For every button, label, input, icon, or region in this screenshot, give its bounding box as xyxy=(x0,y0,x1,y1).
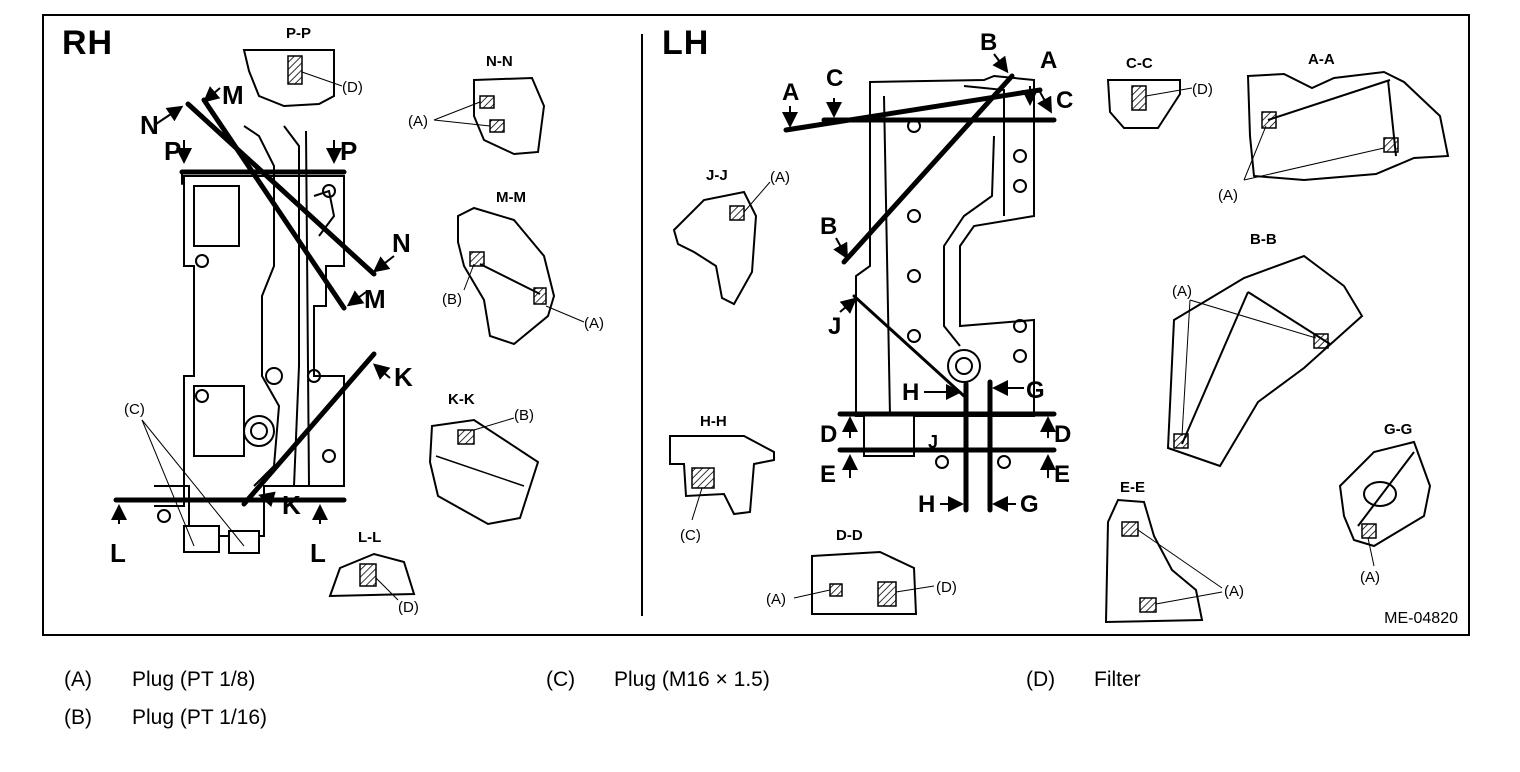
rh-cutting-plane-lines xyxy=(113,97,377,507)
section-view-B-B: B-B (A) xyxy=(1166,231,1364,468)
callout: (D) xyxy=(936,579,957,596)
legend-text: Plug (M16 × 1.5) xyxy=(614,668,770,691)
exploded-section-diagram: P P N N M M K K L L (C) P-P (D) N-N xyxy=(110,25,1450,624)
callout: (D) xyxy=(342,79,363,96)
section-view-C-C: C-C (D) xyxy=(1106,55,1213,129)
lh-cutting-plane-arrows xyxy=(782,53,1056,512)
lh-side-title: LH xyxy=(662,24,710,62)
callout: (A) xyxy=(770,169,790,186)
rh-cutting-plane-letters: P P N N M M K K L L xyxy=(110,80,413,568)
callout: (D) xyxy=(1192,81,1213,98)
section-title: J-J xyxy=(706,167,728,184)
svg-text:(C): (C) xyxy=(124,401,145,418)
legend-key: (D) xyxy=(1026,668,1056,691)
plane-label-G-upper: G xyxy=(1026,377,1045,404)
callout: (A) xyxy=(408,113,428,130)
section-title: P-P xyxy=(286,25,311,42)
legend-text: Plug (PT 1/8) xyxy=(132,668,256,691)
plane-label-C-left: C xyxy=(826,65,843,92)
plane-label-N-right: N xyxy=(392,228,411,258)
plane-label-E-left: E xyxy=(820,461,836,488)
legend-text: Plug (PT 1/16) xyxy=(132,706,268,729)
rh-cutting-plane-arrows xyxy=(111,86,395,524)
plane-label-P-left: P xyxy=(164,136,181,166)
callout: (B) xyxy=(514,407,534,424)
legend-text: Filter xyxy=(1094,668,1141,691)
callout: (A) xyxy=(1360,569,1380,586)
section-view-K-K: K-K (B) xyxy=(428,391,540,526)
plane-label-M-top: M xyxy=(222,80,244,110)
callout: (A) xyxy=(1172,283,1192,300)
reference-code: ME-04820 xyxy=(1384,610,1458,627)
plane-label-C-right: C xyxy=(1056,87,1073,114)
plane-label-P-right: P xyxy=(340,136,357,166)
plane-label-N-left: N xyxy=(140,110,159,140)
legend-key: (B) xyxy=(64,706,92,729)
plane-label-J-lower: J xyxy=(928,432,938,452)
section-view-A-A: A-A (A) xyxy=(1218,51,1450,204)
plane-label-A-right: A xyxy=(1040,47,1057,74)
plane-label-D-right: D xyxy=(1054,421,1071,448)
legend-key: (C) xyxy=(546,668,576,691)
section-title: G-G xyxy=(1384,421,1412,438)
section-view-E-E: E-E (A) xyxy=(1104,479,1244,624)
plane-label-G-lower: G xyxy=(1020,491,1039,518)
plane-label-H-lower: H xyxy=(918,491,935,518)
section-view-D-D: D-D (A) (D) xyxy=(766,527,957,615)
callout: (A) xyxy=(766,591,786,608)
callout: (C) xyxy=(680,527,701,544)
section-title: K-K xyxy=(448,391,475,408)
section-view-G-G: G-G (A) xyxy=(1338,421,1432,586)
section-view-H-H: H-H (C) xyxy=(669,413,775,544)
section-view-L-L: L-L (D) xyxy=(328,529,419,616)
plane-label-K-bottom: K xyxy=(282,490,301,520)
section-title: B-B xyxy=(1250,231,1277,248)
section-view-N-N: N-N (A) xyxy=(408,53,546,156)
section-title: E-E xyxy=(1120,479,1145,496)
callout: (A) xyxy=(584,315,604,332)
legend-key: (A) xyxy=(64,668,92,691)
section-view-J-J: J-J (A) xyxy=(672,167,790,306)
callout: (A) xyxy=(1224,583,1244,600)
plane-label-H-upper: H xyxy=(902,379,919,406)
lh-valve-body xyxy=(855,74,1035,469)
section-title: C-C xyxy=(1126,55,1153,72)
section-title: A-A xyxy=(1308,51,1335,68)
callout: (A) xyxy=(1218,187,1238,204)
rh-valve-body xyxy=(154,125,345,554)
callout: (B) xyxy=(442,291,462,308)
callout: (D) xyxy=(398,599,419,616)
plane-label-J-left: J xyxy=(828,313,841,340)
rh-side-title: RH xyxy=(62,24,114,62)
lh-cutting-plane-lines xyxy=(783,73,1057,513)
plane-label-B-left: B xyxy=(820,213,837,240)
section-title: L-L xyxy=(358,529,381,546)
rh-body-callout-C: (C) xyxy=(124,401,245,547)
diagram-frame: RH LH xyxy=(42,14,1470,636)
section-title: N-N xyxy=(486,53,513,70)
section-title: M-M xyxy=(496,189,526,206)
plane-label-D-left: D xyxy=(820,421,837,448)
section-title: H-H xyxy=(700,413,727,430)
plane-label-L-right: L xyxy=(310,538,326,568)
plane-label-L-left: L xyxy=(110,538,126,568)
plane-label-B-top: B xyxy=(980,29,997,56)
plane-label-A-left: A xyxy=(782,79,799,106)
plane-label-M-bottom: M xyxy=(364,284,386,314)
plane-label-K-right: K xyxy=(394,362,413,392)
section-title: D-D xyxy=(836,527,863,544)
plane-label-E-right: E xyxy=(1054,461,1070,488)
lh-cutting-plane-letters: A A B B C C J H H G G D D E E J xyxy=(782,29,1073,518)
section-view-P-P: P-P (D) xyxy=(242,25,363,108)
section-view-M-M: M-M (B) (A) xyxy=(442,189,604,346)
